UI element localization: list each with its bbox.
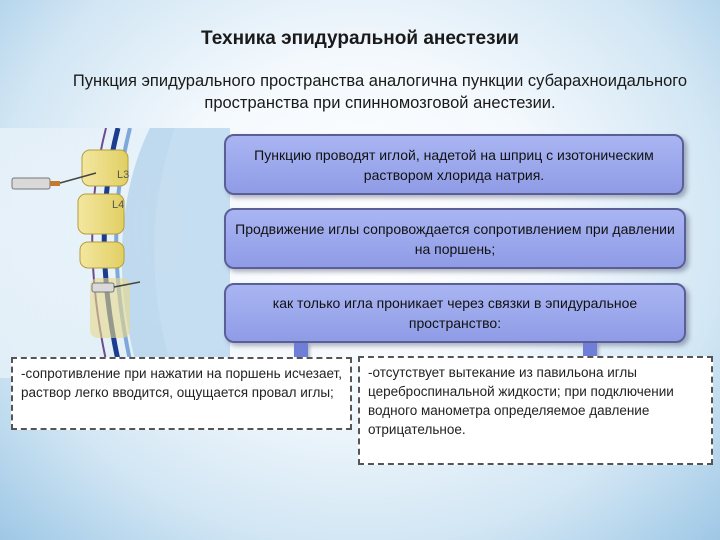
step-box-1: Пункцию проводят иглой, надетой на шприц… [224,134,684,195]
slide-title: Техника эпидуральной анестезии [201,28,519,49]
vertebra-l4 [77,193,125,235]
outcome-note-left: -сопротивление при нажатии на поршень ис… [11,357,352,430]
syringe-upper [11,177,51,190]
step-text-2: Продвижение иглы сопровождается сопротив… [235,220,675,257]
outcome-note-right: -отсутствует вытекание из павильона иглы… [358,356,713,465]
slide-subtitle: Пункция эпидурального пространства анало… [72,72,688,112]
spine-puncture-illustration: L3 L4 [0,128,230,378]
needle-lower [113,281,141,288]
step-box-3: как только игла проникает через связки в… [224,283,686,343]
vertebra-lower [79,241,125,269]
label-l3: L3 [117,169,129,181]
step-text-3: как только игла проникает через связки в… [272,295,638,331]
step-box-2: Продвижение иглы сопровождается сопротив… [224,208,686,269]
step-text-1: Пункцию проводят иглой, надетой на шприц… [254,146,654,183]
vertebra-l3 [81,149,129,187]
needle-upper [59,172,97,184]
label-l4: L4 [112,199,124,211]
syringe-lower [91,282,115,293]
